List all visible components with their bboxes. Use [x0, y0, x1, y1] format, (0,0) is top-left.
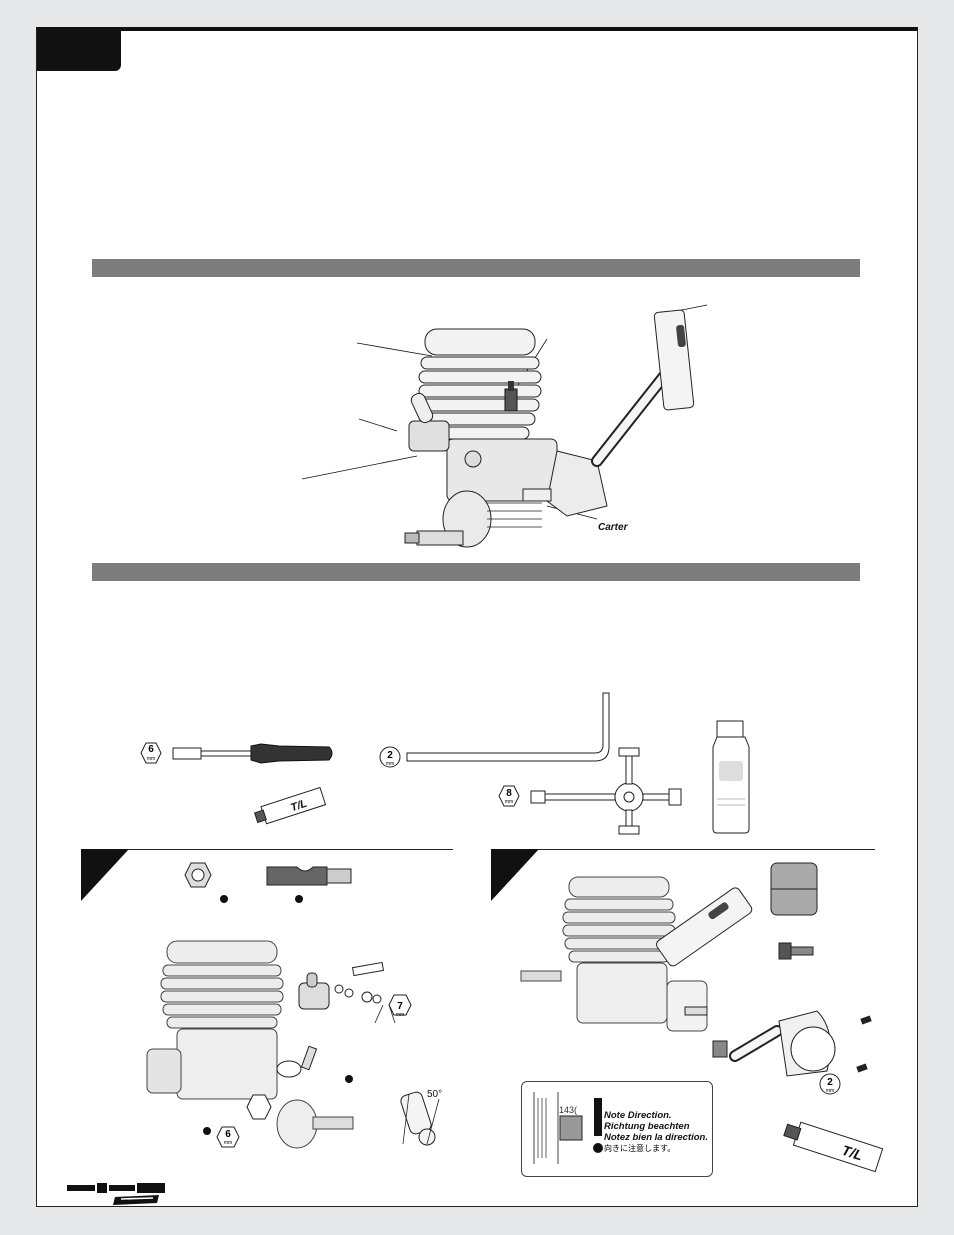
step-1-divider: [81, 849, 453, 850]
socket-driver-tool: 6 mm: [140, 742, 333, 764]
hex-2mm-badge-size: 2: [387, 750, 393, 761]
step-1-assembly-diagram: 7 mm 50° 6 mm: [146, 940, 442, 1149]
note-direction-callout: 143( Note Direction. Richtung beachten N…: [521, 1081, 713, 1177]
oil-bottle: [712, 720, 750, 834]
carter-label: Carter: [598, 522, 628, 533]
step-2-2mm-badge-size: 2: [827, 1077, 833, 1088]
section-bar-tools: [92, 563, 860, 581]
tube-small-label: T/L: [289, 798, 309, 815]
ruler-value-label: 143(: [559, 1105, 578, 1115]
tube-large-label: T/L: [840, 1142, 865, 1164]
note-text-group: Note Direction. Richtung beachten Notez …: [604, 1110, 708, 1154]
cross-wrench-tool: 8 mm: [498, 747, 682, 835]
note-en: Note Direction.: [604, 1110, 672, 1121]
note-fr: Notez bien la direction.: [604, 1132, 708, 1143]
socket-6mm-badge-unit: mm: [147, 756, 155, 762]
cross-8mm-badge-unit: mm: [505, 799, 513, 805]
note-jp: 向きに注意します。: [604, 1144, 676, 1153]
ruler-detail: [533, 1092, 603, 1164]
step-2-2mm-badge-unit: mm: [826, 1088, 834, 1094]
step-2-divider: [491, 849, 875, 850]
step-1-7mm-badge-unit: mm: [396, 1012, 404, 1018]
step-1-parts: [184, 862, 352, 903]
step-1-7mm-badge-size: 7: [397, 1001, 403, 1012]
step-2-marker: [491, 849, 539, 901]
step-2-2mm-badge: 2 mm: [819, 1073, 841, 1095]
socket-6mm-badge-size: 6: [148, 744, 154, 755]
threadlock-tube-small: T/L: [253, 786, 327, 825]
hex-key-tool: 2 mm: [379, 692, 610, 768]
angle-label: 50°: [427, 1089, 442, 1100]
note-de: Richtung beachten: [604, 1121, 690, 1132]
section-bar-engine-parts: [92, 259, 860, 277]
cross-8mm-badge-size: 8: [506, 788, 512, 799]
step-1-marker: [81, 849, 129, 901]
manual-page: Carter 6 mm T/L 2 mm 8 mm: [36, 27, 918, 1207]
step-2-assembly-diagram: [520, 876, 872, 1077]
step-2-parts: [770, 862, 818, 960]
page-number-tab: [37, 31, 121, 71]
threadlock-tube-large: T/L: [783, 1121, 884, 1173]
hex-2mm-badge-unit: mm: [386, 761, 394, 767]
engine-overview-diagram: [301, 304, 708, 548]
step-1-6mm-badge-size: 6: [225, 1129, 231, 1140]
step-1-6mm-badge-unit: mm: [224, 1140, 232, 1146]
hpi-racing-logo: [67, 1183, 165, 1205]
